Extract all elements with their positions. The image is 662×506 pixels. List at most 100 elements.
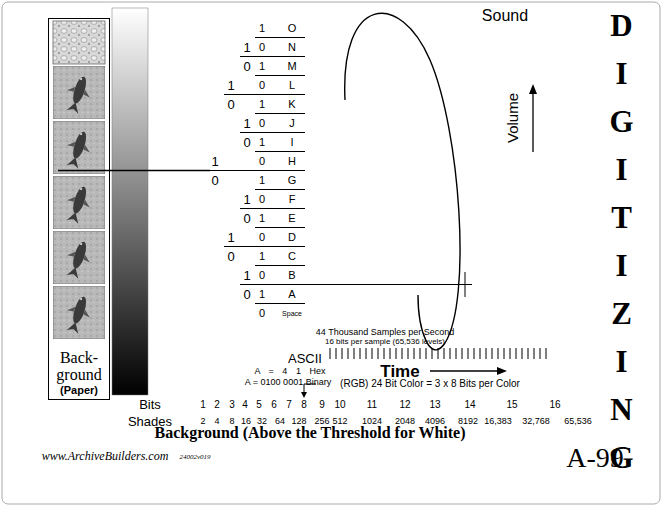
binary-digit: 1 [243,193,250,206]
tree-bar [240,56,305,57]
time-arrow [430,370,500,371]
binary-digit: 0 [243,60,250,73]
box-text: (Paper) [60,384,98,396]
binary-digit: 0 [259,308,265,319]
tree-bar [255,189,305,190]
sample-ticks [330,348,546,359]
gray-scale-strip [112,8,148,395]
shade-count: 16,383 [484,417,512,426]
bit-count: 5 [256,400,262,410]
caption: Background (Above the Threshold for Whit… [154,425,465,441]
tick [372,348,373,359]
binary-digit: 0 [259,270,265,281]
annotation: 24002v019 [179,454,210,461]
tick [516,348,517,359]
film-frames [53,66,105,339]
bit-count: 15 [506,400,517,410]
annotation: 16 bits per sample (65,536 levels) [325,338,445,346]
scan-line [58,170,210,172]
tick [432,348,433,359]
bit-count: 2 [214,400,220,410]
binary-digit: 0 [259,156,265,167]
bit-count: 7 [286,400,292,410]
ascii-letter: L [289,80,295,91]
binary-digit: 1 [227,79,234,92]
tick [486,348,487,359]
tick [450,348,451,359]
tree-bar [255,75,305,76]
binary-digit: 0 [259,194,265,205]
tick [546,348,547,359]
bit-count: 16 [549,400,560,410]
tree-bar [255,151,305,152]
tree-bar [240,208,305,209]
tick [474,348,475,359]
binary-digit: 1 [243,269,250,282]
tick [402,348,403,359]
tick [408,348,409,359]
tick [414,348,415,359]
time-arrow-head [497,367,507,375]
annotation: 44 Thousand Samples per Second [316,328,454,337]
sample-tick [465,272,466,297]
tree-bar [255,113,305,114]
tick [468,348,469,359]
tick [528,348,529,359]
annotation: A = 4 1 Hex [255,367,326,376]
rgb-bracket-head [301,392,307,398]
binary-digit: 1 [243,117,250,130]
annotation: Volume [505,93,520,143]
tick [534,348,535,359]
binary-digit: 0 [259,118,265,129]
tick [390,348,391,359]
tick [480,348,481,359]
binary-digit: 1 [259,23,265,34]
annotation: (RGB) 24 Bit Color = 3 x 8 Bits per Colo… [340,379,520,389]
tree-bar [224,246,305,247]
ascii-letter: I [290,137,293,148]
binary-digit: 1 [259,251,265,262]
tree-bar [255,37,305,38]
tree-bar [240,284,305,285]
tick [366,348,367,359]
tree-bar [224,94,305,95]
annotation: ASCII [288,352,322,365]
binary-digit: 0 [259,232,265,243]
bit-count: 8 [301,400,307,410]
binary-digit: 1 [259,99,265,110]
annotation: Time [380,363,419,380]
tick [462,348,463,359]
ascii-letter: K [288,99,295,110]
annotation: www.ArchiveBuilders.com [42,450,169,462]
bit-count: 12 [399,400,410,410]
tree-bar [240,132,305,133]
volume-arrow [532,92,533,152]
ascii-letter: E [288,213,295,224]
tick [336,348,337,359]
tree-bar [255,303,305,304]
bit-count: 3 [229,400,235,410]
ascii-letter: Space [282,310,302,317]
tree-bar [208,170,305,171]
binary-digit: 1 [243,41,250,54]
binary-digit: 1 [259,289,265,300]
ascii-letter: H [288,156,296,167]
tick [378,348,379,359]
tick [492,348,493,359]
ascii-letter: N [288,42,296,53]
tree-bar [255,227,305,228]
binary-digit: 1 [259,213,265,224]
tick [456,348,457,359]
binary-digit: 0 [211,174,218,187]
tick [420,348,421,359]
binary-digit: 1 [259,175,265,186]
tick [396,348,397,359]
annotation: Bits [139,398,161,411]
tick [360,348,361,359]
tick [444,348,445,359]
bit-count: 6 [271,400,277,410]
binary-digit: 0 [227,98,234,111]
binary-digit: 1 [227,231,234,244]
